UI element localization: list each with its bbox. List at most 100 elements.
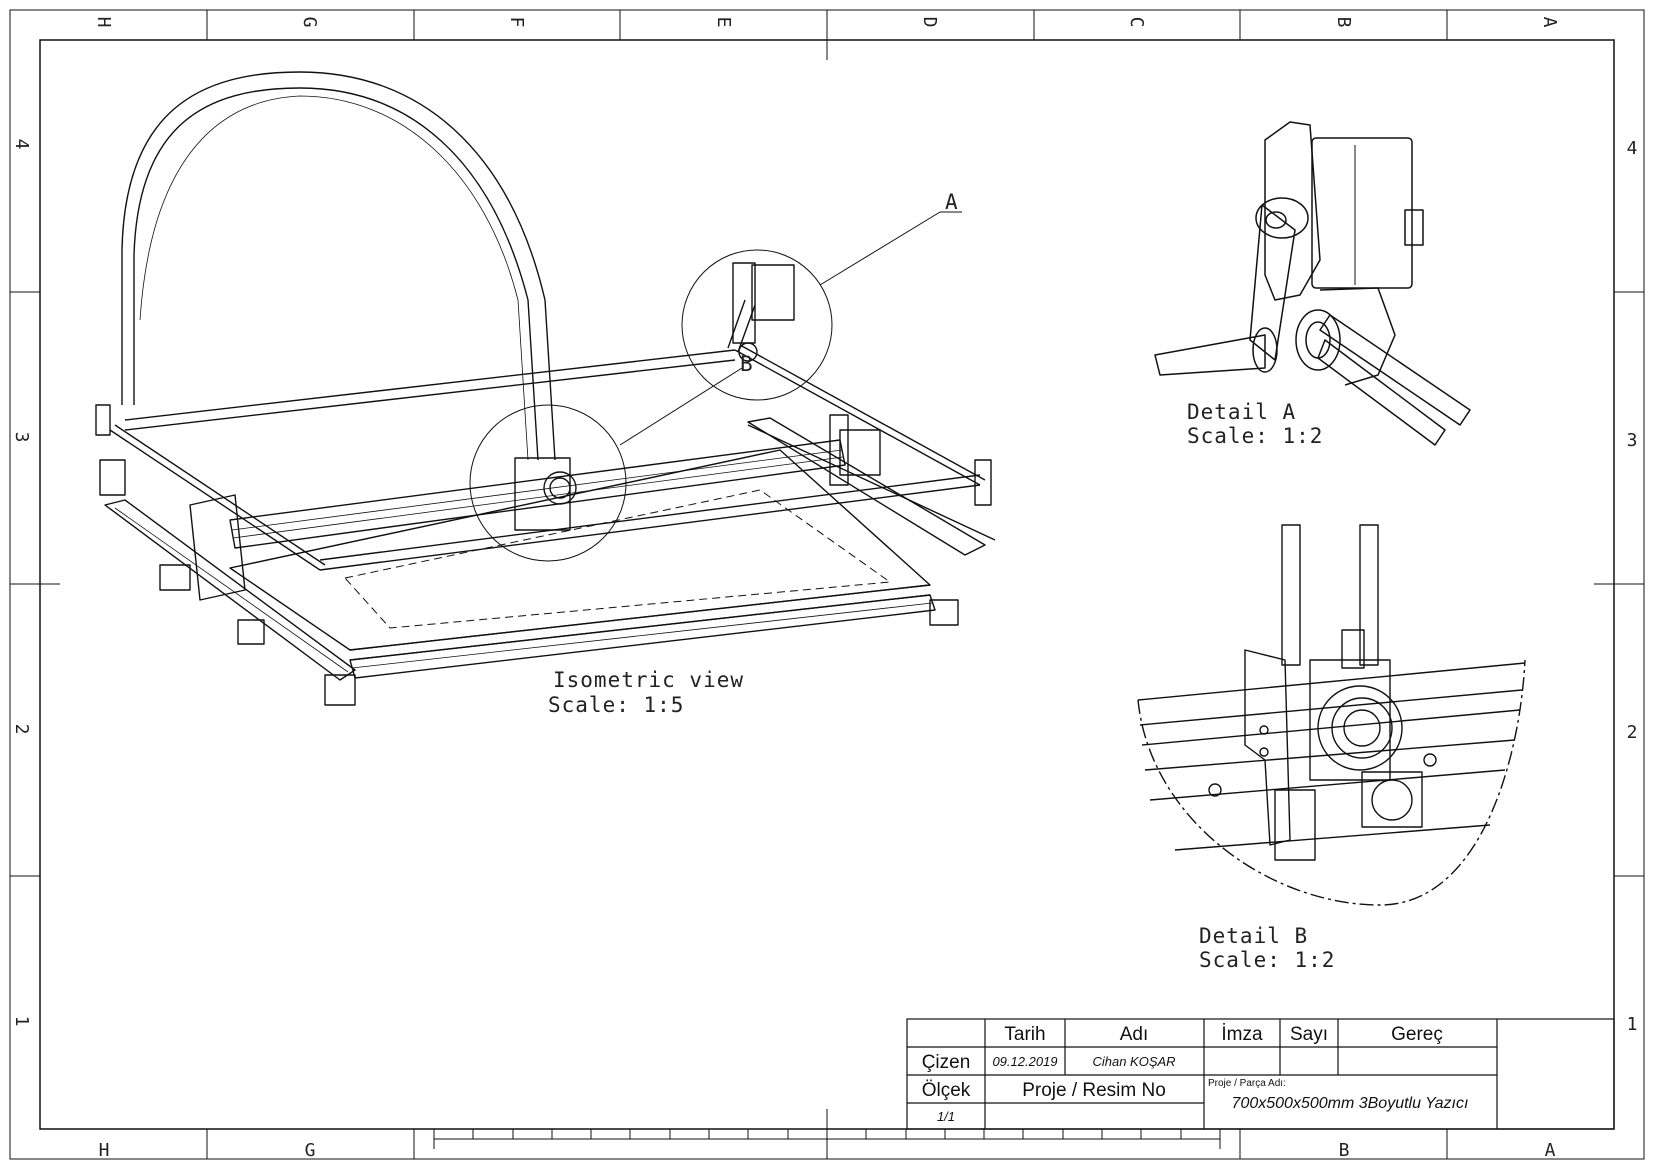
left-bracket [95, 404, 111, 436]
tb-drawn-label: Çizen [922, 1052, 971, 1073]
detail-b-rail-4 [1149, 769, 1506, 801]
zone-labels-right: 4 3 2 1 [1627, 138, 1638, 1035]
front-extrusion [349, 594, 936, 679]
zone-right-4: 4 [1627, 138, 1638, 159]
scale-ruler [433, 1129, 1221, 1149]
zone-bottom-a: A [1545, 1140, 1556, 1161]
right-y-rail [747, 424, 996, 541]
detail-b-rail-top [1137, 662, 1526, 701]
hotend-fan-inner [549, 477, 571, 499]
detail-a-pulley [1295, 309, 1341, 371]
top-pulley [738, 342, 758, 362]
zone-labels-bottom: H G B A [99, 1140, 1556, 1161]
print-bed-inner [344, 489, 891, 629]
zone-bottom-h: H [99, 1140, 110, 1161]
tb-drawn-date: 09.12.2019 [992, 1054, 1057, 1069]
zone-left-3: 3 [11, 432, 32, 443]
rear-rod-2 [124, 359, 736, 431]
detail-b-scale: Scale: 1:2 [1199, 948, 1335, 972]
detail-b-screw-2 [1423, 753, 1437, 767]
front-rod [319, 484, 981, 571]
left-carriage-plate [189, 494, 246, 601]
cable-chain-inner [133, 87, 539, 461]
right-motor-plate [829, 414, 849, 486]
detail-b-screw-4 [1259, 747, 1269, 757]
detail-b-block [1274, 789, 1316, 861]
detail-b-rail-5 [1174, 824, 1491, 851]
detail-a-scale: Scale: 1:2 [1187, 424, 1323, 448]
detail-b-fan-blade [1371, 779, 1413, 821]
callout-a-label: A [945, 190, 959, 214]
detail-b-rail-1 [1139, 689, 1523, 726]
x-gantry-slot [231, 449, 843, 531]
isometric-view [95, 71, 996, 706]
zone-bottom-g: G [305, 1140, 316, 1161]
detail-a-top-bearing-inner [1265, 211, 1287, 229]
right-y-rail-body [747, 417, 986, 556]
zone-top-d: D [919, 17, 940, 28]
detail-a-rail [1319, 314, 1471, 426]
detail-b-view [1137, 524, 1526, 906]
x-gantry-slot-2 [232, 456, 844, 539]
zone-top-h: H [93, 17, 114, 28]
detail-a-motor-body [1311, 137, 1413, 289]
print-bed-plate [229, 449, 931, 651]
zone-right-1: 1 [1627, 1014, 1638, 1035]
foot-left [159, 564, 191, 591]
zone-top-a: A [1539, 17, 1560, 28]
foot-front-left [324, 674, 356, 706]
detail-b-boundary [1137, 659, 1526, 906]
zone-dividers [10, 10, 1644, 1159]
zone-left-2: 2 [11, 724, 32, 735]
zone-top-c: C [1126, 17, 1147, 28]
right-rod-2 [739, 344, 986, 481]
callout-b-label: B [740, 352, 754, 376]
hotend-fan [543, 471, 577, 505]
isometric-view-label: Isometric view [553, 668, 744, 692]
title-block-frame [906, 1018, 1615, 1130]
detail-b-rail-3 [1144, 739, 1516, 771]
detail-b-screw-1 [1208, 783, 1222, 797]
title-block-text: Tarih Adı İmza Sayı Gereç Çizen 09.12.20… [922, 1024, 1469, 1124]
cable-chain-outer [121, 71, 556, 461]
foot-front-right [929, 599, 959, 626]
detail-a-rail-2 [1317, 339, 1446, 446]
tb-header-signature: İmza [1221, 1024, 1263, 1045]
detail-a-label: Detail A [1187, 400, 1296, 424]
cable-chain-edge [139, 95, 529, 461]
x-gantry-extrusion [229, 439, 846, 549]
zone-top-e: E [713, 17, 734, 28]
left-rod-2 [114, 424, 326, 566]
tb-drawn-name: Cihan KOŞAR [1092, 1054, 1175, 1069]
top-motor-plate [732, 262, 756, 344]
detail-b-head [1309, 659, 1391, 781]
detail-a-rod [1154, 334, 1266, 376]
zone-labels-top: H G F E D C B A [93, 17, 1560, 28]
title-block [906, 1018, 1615, 1130]
tb-header-name: Adı [1120, 1024, 1149, 1045]
zone-left-4: 4 [11, 139, 32, 150]
zone-top-f: F [506, 17, 527, 28]
leader-a [819, 211, 941, 286]
detail-b-label: Detail B [1199, 924, 1308, 948]
right-motor [839, 429, 881, 476]
right-bracket [974, 459, 992, 506]
detail-b-screw-3 [1259, 725, 1269, 735]
front-extrusion-slot [351, 602, 933, 669]
foot-mid [237, 619, 265, 645]
left-extrusion-slot [114, 507, 349, 673]
top-arm [727, 299, 756, 353]
hotend-carriage [514, 457, 571, 531]
bed-edge [349, 584, 931, 651]
zone-right-3: 3 [1627, 430, 1638, 451]
top-motor [751, 264, 795, 321]
zone-right-2: 2 [1627, 722, 1638, 743]
detail-b-carriage [1244, 649, 1291, 846]
left-extrusion [104, 499, 356, 681]
tb-part-name: 700x500x500mm 3Boyutlu Yazıcı [1232, 1095, 1469, 1112]
tb-scale-label: Ölçek [922, 1080, 971, 1101]
detail-a-pulley-hub [1305, 321, 1331, 359]
detail-a-plate [1264, 121, 1321, 301]
left-motor-block [99, 459, 126, 496]
